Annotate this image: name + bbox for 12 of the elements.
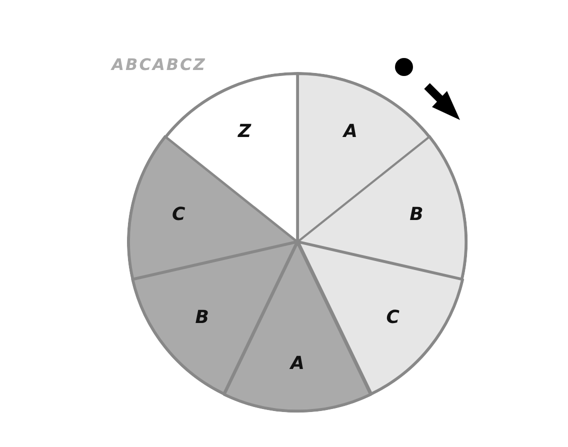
- pie-segment: [223, 240, 372, 412]
- segment-letter: B: [410, 206, 424, 224]
- segment-letter: C: [172, 206, 186, 224]
- sequence-text: ABCABCZ: [112, 57, 206, 73]
- segment-letter: A: [290, 354, 304, 373]
- pie-segment: [164, 72, 298, 244]
- segment-letter: B: [195, 309, 209, 328]
- pie-segment: [296, 135, 468, 280]
- pie-segment: [127, 135, 299, 280]
- segment-letter: Z: [238, 123, 252, 142]
- segment-letter: C: [386, 309, 400, 328]
- segment-letter: A: [343, 123, 358, 142]
